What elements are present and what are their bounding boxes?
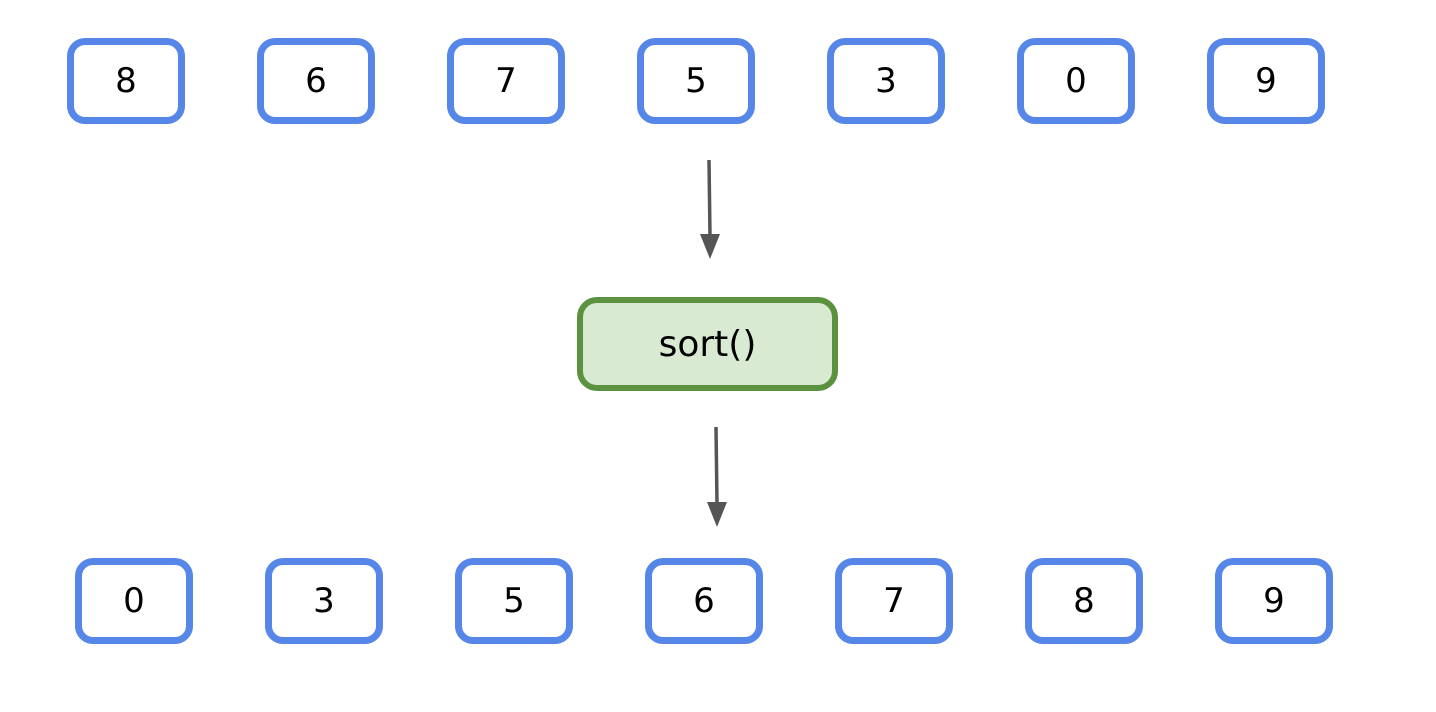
output-cell: 0 xyxy=(75,558,193,644)
output-cell: 8 xyxy=(1025,558,1143,644)
output-cell: 9 xyxy=(1215,558,1333,644)
input-cell: 5 xyxy=(637,38,755,124)
input-cell: 6 xyxy=(257,38,375,124)
arrow-input-to-sort xyxy=(700,159,720,259)
sort-operation-box: sort() xyxy=(577,297,838,391)
output-cell: 3 xyxy=(265,558,383,644)
input-cell: 3 xyxy=(827,38,945,124)
arrow-sort-to-output xyxy=(707,426,727,527)
input-cell: 9 xyxy=(1207,38,1325,124)
input-cell: 0 xyxy=(1017,38,1135,124)
input-cell: 8 xyxy=(67,38,185,124)
output-cell: 5 xyxy=(455,558,573,644)
input-cell: 7 xyxy=(447,38,565,124)
output-cell: 7 xyxy=(835,558,953,644)
output-cell: 6 xyxy=(645,558,763,644)
sort-operation-label: sort() xyxy=(658,323,757,365)
